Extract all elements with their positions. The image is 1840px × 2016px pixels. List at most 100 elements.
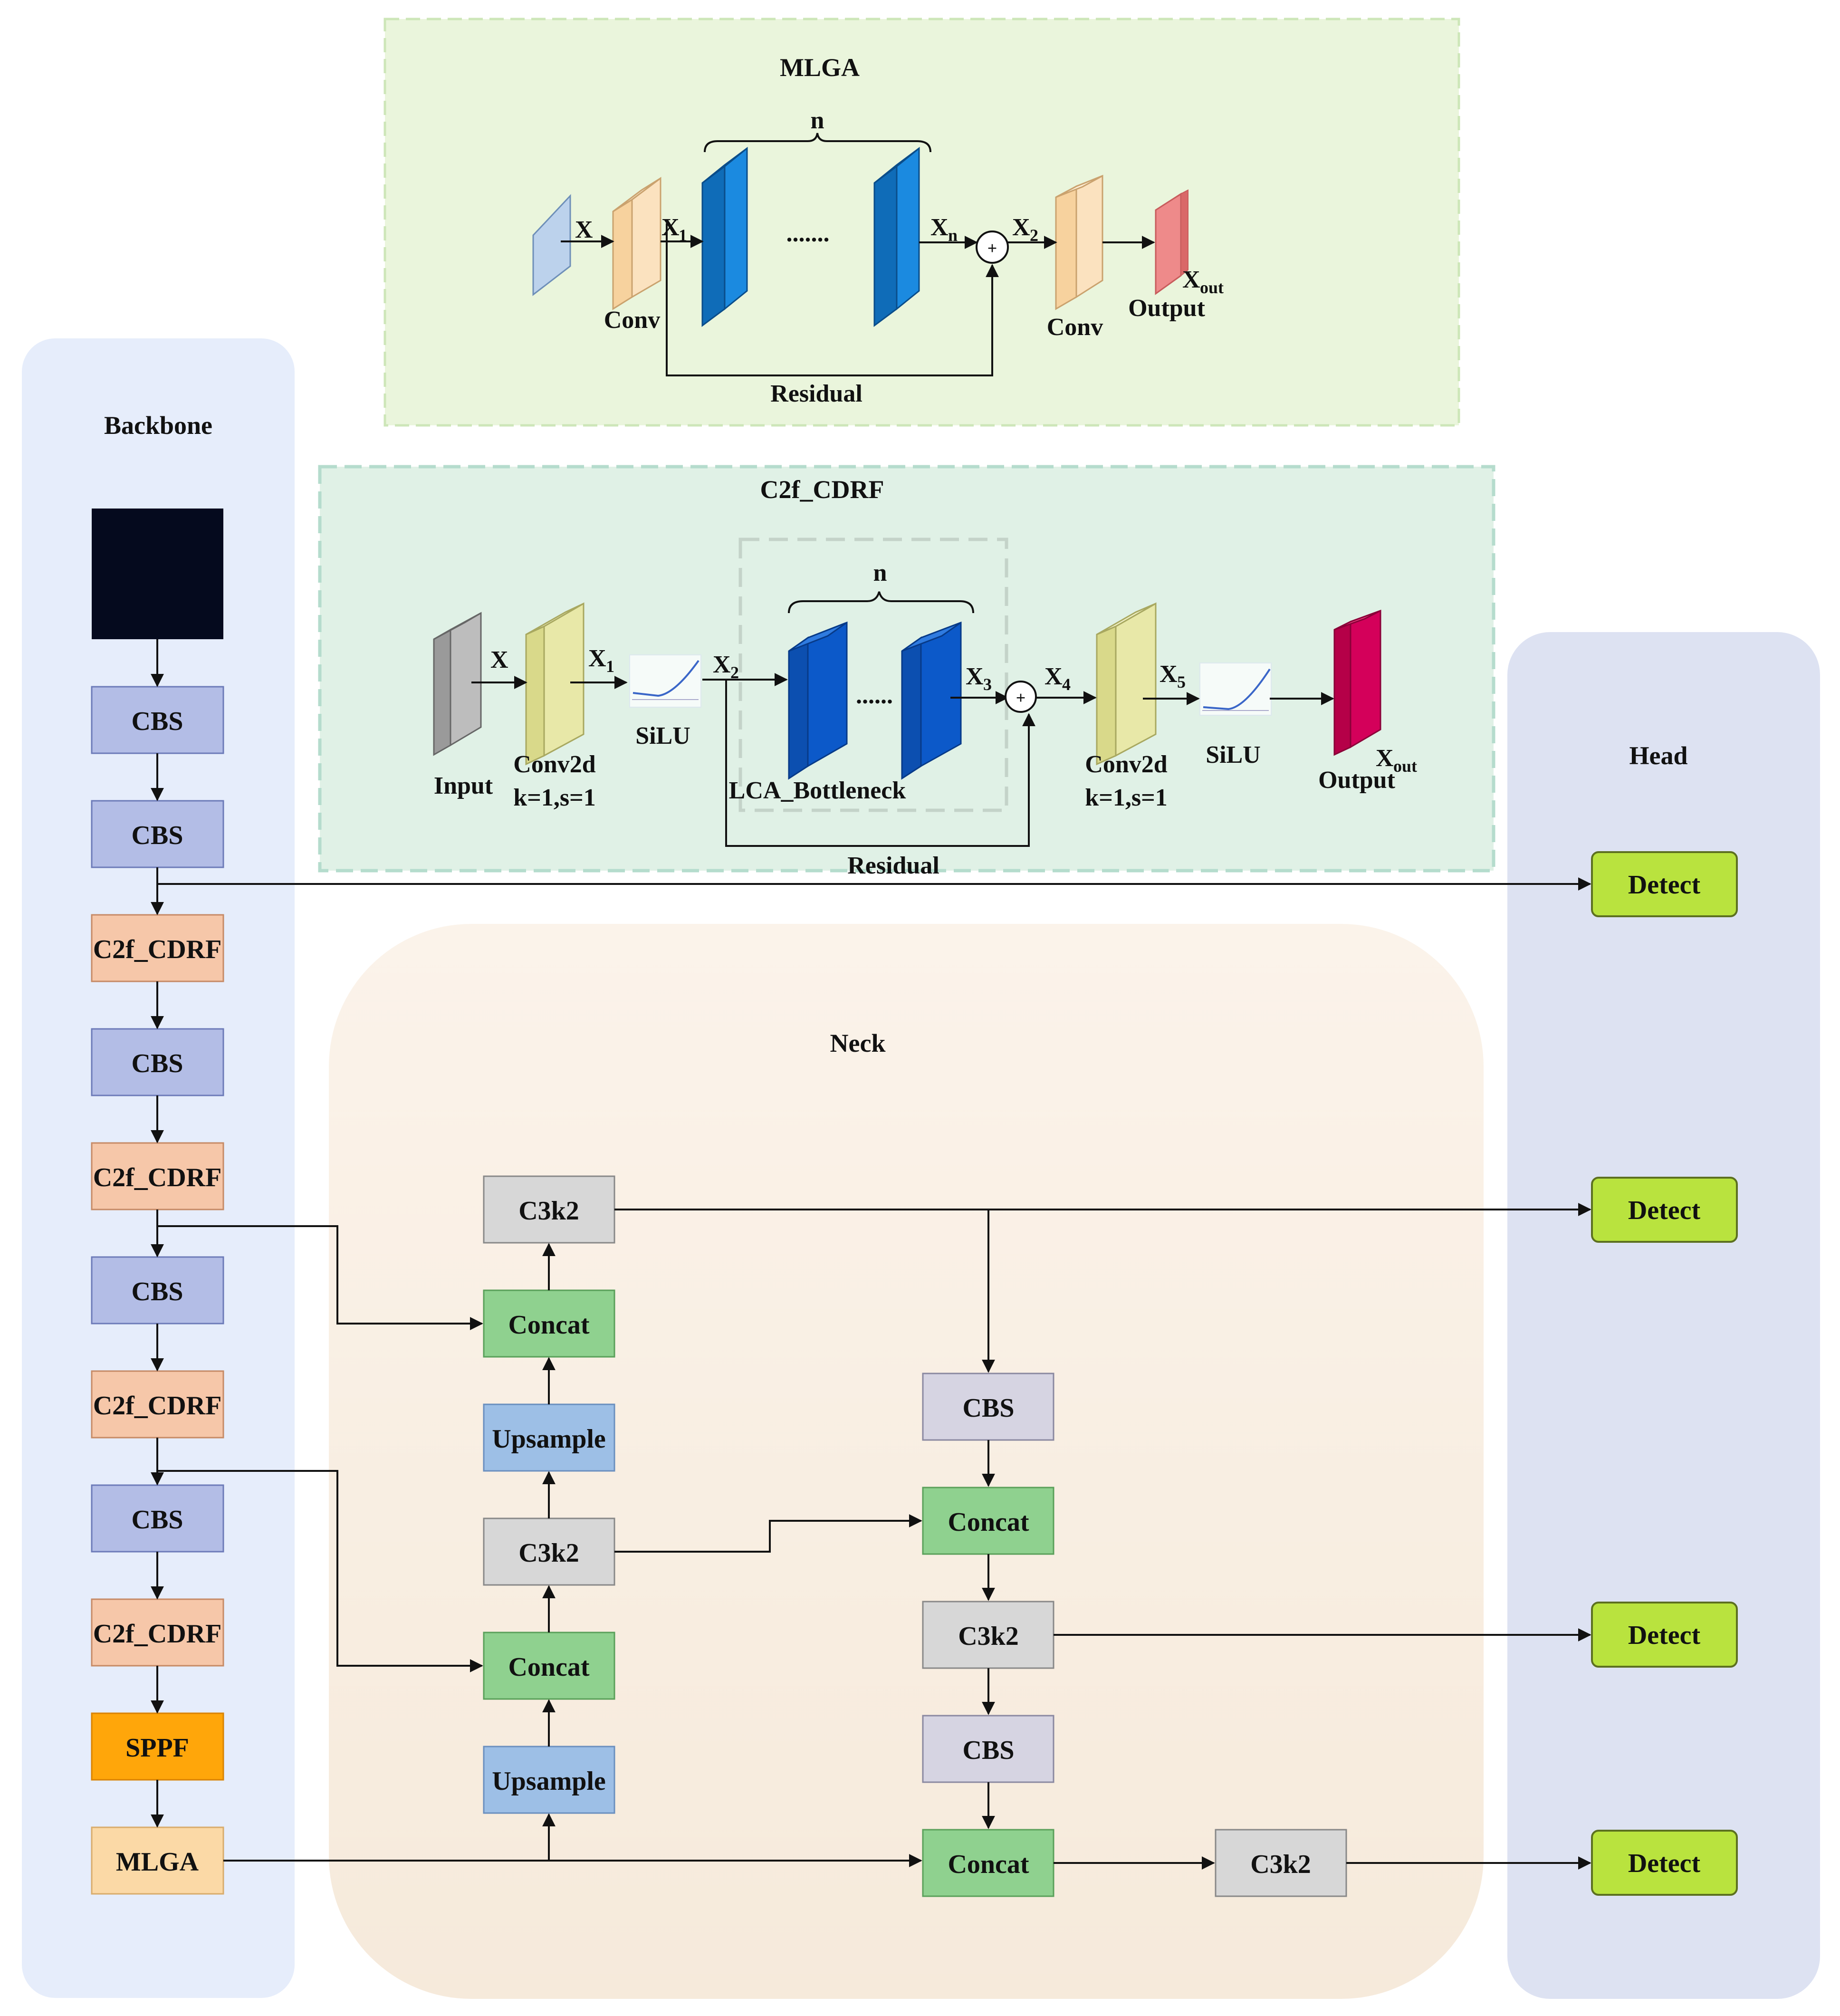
backbone-block-6-label: CBS bbox=[132, 1277, 183, 1306]
head-blocks: Detect Detect Detect Detect bbox=[1591, 851, 1738, 1896]
backbone-block-9 bbox=[91, 1598, 224, 1667]
backbone-block-11 bbox=[91, 1826, 224, 1895]
backbone-block-2 bbox=[91, 800, 224, 868]
neck-concat-right-lower bbox=[922, 1829, 1054, 1897]
mlga-x-label: X bbox=[575, 216, 593, 243]
neck-blocks: C3k2 Concat Upsample C3k2 Concat Upsampl… bbox=[483, 1175, 1347, 1897]
backbone-block-6 bbox=[91, 1256, 224, 1325]
neck-concat-right-upper bbox=[922, 1487, 1054, 1555]
head-detect-1-label: Detect bbox=[1628, 870, 1701, 900]
neck-concat-right-upper-label: Concat bbox=[948, 1507, 1029, 1537]
c2f-silu-right-label: SiLU bbox=[1206, 741, 1261, 768]
mlga-n-label: n bbox=[811, 107, 824, 134]
head-detect-4-label: Detect bbox=[1628, 1849, 1701, 1878]
c2f-add-node bbox=[1005, 681, 1037, 713]
neck-concat-upper-left bbox=[483, 1289, 615, 1358]
neck-c3k2-bottom bbox=[1215, 1829, 1347, 1897]
neck-cbs-upper-label: CBS bbox=[963, 1393, 1015, 1423]
neck-concat-lower-left bbox=[483, 1632, 615, 1700]
svg-text:X: X bbox=[1012, 214, 1030, 241]
mlga-output-tensor bbox=[1155, 192, 1182, 295]
c2f-conv2d-left-label: Conv2d bbox=[513, 751, 595, 778]
backbone-block-4 bbox=[91, 1028, 224, 1096]
svg-text:5: 5 bbox=[1177, 672, 1186, 691]
svg-text:2: 2 bbox=[730, 663, 739, 682]
neck-upsample-lower-label: Upsample bbox=[492, 1766, 606, 1796]
neck-c3k2-bottom-label: C3k2 bbox=[1250, 1850, 1311, 1879]
svg-text:+: + bbox=[1016, 688, 1026, 707]
c2f-silu-left-icon bbox=[629, 654, 701, 708]
svg-text:X: X bbox=[966, 663, 984, 690]
head-detect-2-label: Detect bbox=[1628, 1196, 1701, 1225]
mlga-feature-block-1 bbox=[724, 146, 748, 311]
svg-text:X: X bbox=[1182, 266, 1200, 293]
c2f-n-brace bbox=[788, 591, 974, 614]
c2f-cdrf-region-title: C2f_CDRF bbox=[760, 475, 884, 504]
backbone-block-1-label: CBS bbox=[132, 707, 183, 736]
c2f-dots: ...... bbox=[856, 682, 893, 709]
c2f-conv2d-left-params: k=1,s=1 bbox=[513, 784, 595, 811]
neck-concat-upper-left-label: Concat bbox=[508, 1310, 589, 1340]
mlga-region-title: MLGA bbox=[780, 53, 860, 82]
backbone-block-1 bbox=[91, 686, 224, 754]
mlga-conv-right-label: Conv bbox=[1047, 314, 1103, 341]
c2f-silu-right-icon bbox=[1199, 662, 1272, 716]
svg-text:X: X bbox=[713, 651, 731, 678]
head-detect-4 bbox=[1591, 1830, 1738, 1896]
neck-c3k2-right-label: C3k2 bbox=[958, 1622, 1019, 1651]
neck-concat-lower-left-label: Concat bbox=[508, 1652, 589, 1682]
mlga-input-tensor bbox=[532, 194, 571, 297]
neck-c3k2-top bbox=[483, 1175, 615, 1244]
svg-text:X: X bbox=[1045, 663, 1063, 690]
backbone-block-7-label: C2f_CDRF bbox=[93, 1391, 222, 1421]
c2f-input-label: Input bbox=[434, 772, 493, 799]
svg-text:X: X bbox=[1160, 661, 1178, 688]
neck-upsample-lower bbox=[483, 1746, 615, 1814]
head-detect-1 bbox=[1591, 851, 1738, 917]
c2f-conv2d-left-block bbox=[543, 602, 585, 757]
backbone-block-3 bbox=[91, 914, 224, 982]
mlga-feature-block-n bbox=[896, 146, 920, 311]
svg-text:n: n bbox=[948, 226, 958, 245]
c2f-input-tensor bbox=[450, 612, 482, 747]
head-detect-3-label: Detect bbox=[1628, 1621, 1701, 1650]
mlga-add-node bbox=[976, 230, 1009, 264]
svg-text:out: out bbox=[1393, 757, 1417, 776]
neck-region: Neck bbox=[329, 924, 1484, 1999]
mlga-x1-label: X1 bbox=[661, 214, 687, 245]
c2f-conv2d-right-block bbox=[1115, 602, 1157, 757]
c2f-x-label: X bbox=[490, 646, 508, 673]
backbone-block-4-label: CBS bbox=[132, 1049, 183, 1078]
svg-text:X: X bbox=[930, 214, 949, 241]
neck-upsample-upper bbox=[483, 1403, 615, 1472]
backbone-block-11-label: MLGA bbox=[116, 1847, 199, 1877]
c2f-residual-path bbox=[725, 680, 1035, 847]
mlga-dots: ....... bbox=[786, 220, 830, 247]
neck-c3k2-middle-label: C3k2 bbox=[518, 1538, 579, 1568]
c2f-conv2d-right-params: k=1,s=1 bbox=[1085, 784, 1167, 811]
svg-text:out: out bbox=[1200, 278, 1224, 297]
mlga-conv-left-label: Conv bbox=[604, 307, 660, 334]
mlga-residual-path bbox=[666, 223, 999, 376]
mlga-output-label: Output bbox=[1128, 295, 1206, 322]
c2f-output-label: Output bbox=[1318, 767, 1396, 794]
c2f-n-label: n bbox=[873, 559, 887, 586]
backbone-region-title: Backbone bbox=[104, 411, 212, 440]
svg-text:2: 2 bbox=[1030, 226, 1038, 245]
backbone-block-9-label: C2f_CDRF bbox=[93, 1619, 222, 1649]
backbone-block-3-label: C2f_CDRF bbox=[93, 935, 222, 964]
c2f-conv2d-right-label: Conv2d bbox=[1085, 751, 1167, 778]
svg-text:1: 1 bbox=[606, 657, 614, 676]
neck-cbs-upper bbox=[922, 1373, 1054, 1441]
backbone-block-8-label: CBS bbox=[132, 1505, 183, 1535]
neck-concat-right-lower-label: Concat bbox=[948, 1850, 1029, 1879]
neck-c3k2-middle bbox=[483, 1517, 615, 1586]
